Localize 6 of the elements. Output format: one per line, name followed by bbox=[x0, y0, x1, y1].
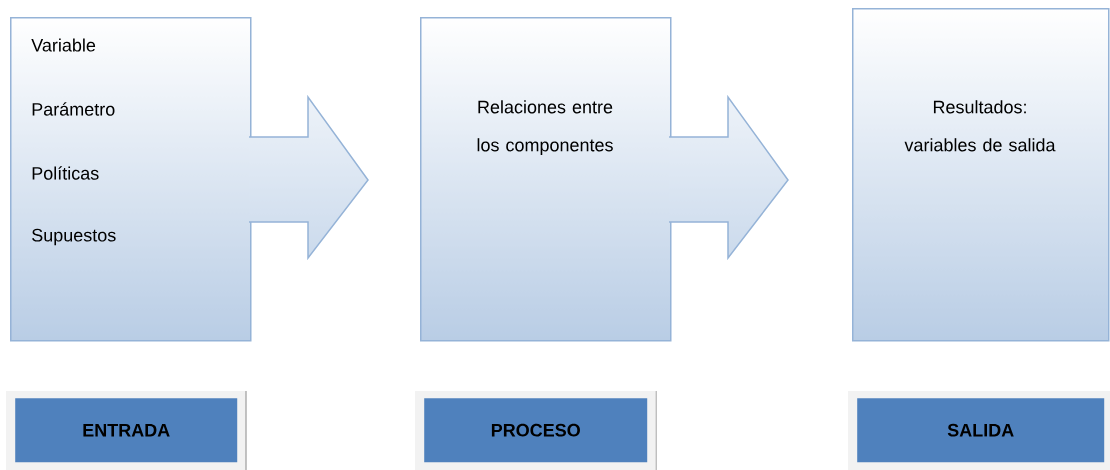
panel-box: Resultados: variables de salida bbox=[852, 8, 1110, 342]
label-box: SALIDA bbox=[848, 391, 1110, 470]
label-box: PROCESO bbox=[415, 390, 657, 470]
arrow-callout-box: Variable Parámetro Políticas Supuestos bbox=[10, 17, 369, 342]
arrow-callout-box: Relaciones entre los componentes bbox=[420, 17, 789, 342]
label-box: ENTRADA bbox=[6, 390, 247, 470]
